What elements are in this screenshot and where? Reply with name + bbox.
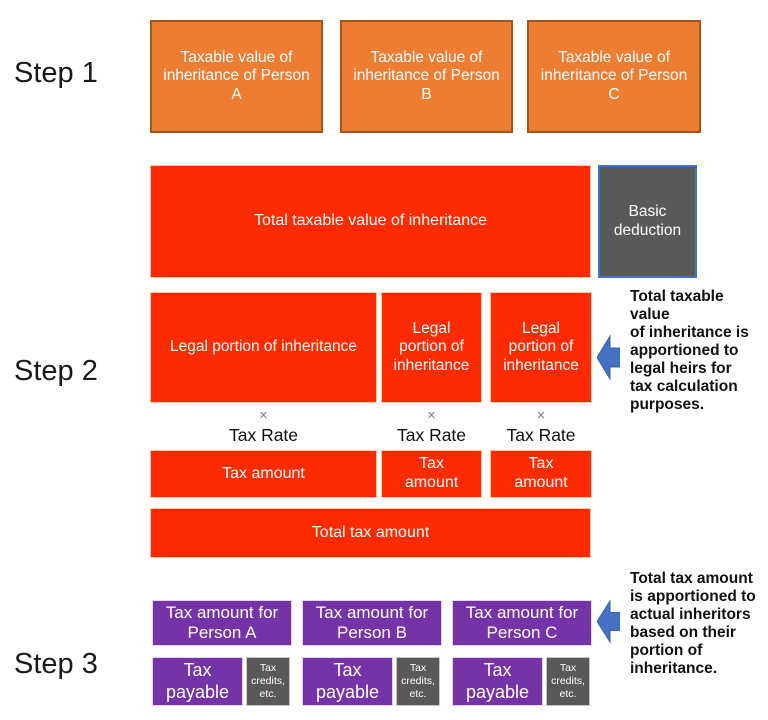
tax-amount-box-2: Tax amount: [381, 450, 482, 498]
tax-rate-label-3: Tax Rate: [506, 425, 576, 445]
basic-deduction-box: Basic deduction: [598, 165, 697, 278]
taxable-value-person-b-box: Taxable value of inheritance of Person B: [340, 20, 513, 133]
step2-label: Step 2: [14, 355, 98, 387]
tax-amount-person-b-box: Tax amount for Person B: [302, 600, 442, 646]
multiply-sign-3: ×: [536, 407, 546, 424]
multiply-sign-2: ×: [427, 407, 436, 424]
taxable-value-person-a-box: Taxable value of inheritance of Person A: [150, 20, 323, 133]
tax-credits-box-c: Tax credits, etc.: [546, 657, 590, 706]
tax-payable-box-b: Tax payable: [302, 657, 393, 706]
tax-amount-person-a-box: Tax amount for Person A: [152, 600, 292, 646]
taxable-value-person-c-box: Taxable value of inheritance of Person C: [527, 20, 701, 133]
step3-annotation: Total tax amount is apportioned to actua…: [630, 570, 756, 677]
tax-payable-box-c: Tax payable: [452, 657, 543, 706]
step3-label: Step 3: [14, 648, 98, 680]
legal-portion-box-3: Legal portion of inheritance: [490, 292, 592, 403]
step1-label: Step 1: [14, 57, 98, 89]
step2-annotation: Total taxable value of inheritance is ap…: [630, 288, 749, 413]
tax-amount-person-c-box: Tax amount for Person C: [452, 600, 592, 646]
tax-amount-box-3: Tax amount: [490, 450, 592, 498]
multiply-sign-1: ×: [259, 407, 268, 424]
left-arrow-icon: [596, 595, 621, 648]
tax-rate-label-2: Tax Rate: [396, 425, 467, 445]
legal-portion-box-1: Legal portion of inheritance: [150, 292, 377, 403]
tax-credits-box-a: Tax credits, etc.: [246, 657, 290, 706]
tax-rate-label-1: Tax Rate: [228, 425, 299, 445]
legal-portion-box-2: Legal portion of inheritance: [381, 292, 482, 403]
tax-payable-box-a: Tax payable: [152, 657, 243, 706]
left-arrow-icon: [596, 329, 621, 386]
total-taxable-value-box: Total taxable value of inheritance: [150, 165, 591, 278]
total-tax-amount-box: Total tax amount: [150, 508, 591, 558]
tax-credits-box-b: Tax credits, etc.: [396, 657, 440, 706]
tax-amount-box-1: Tax amount: [150, 450, 377, 498]
